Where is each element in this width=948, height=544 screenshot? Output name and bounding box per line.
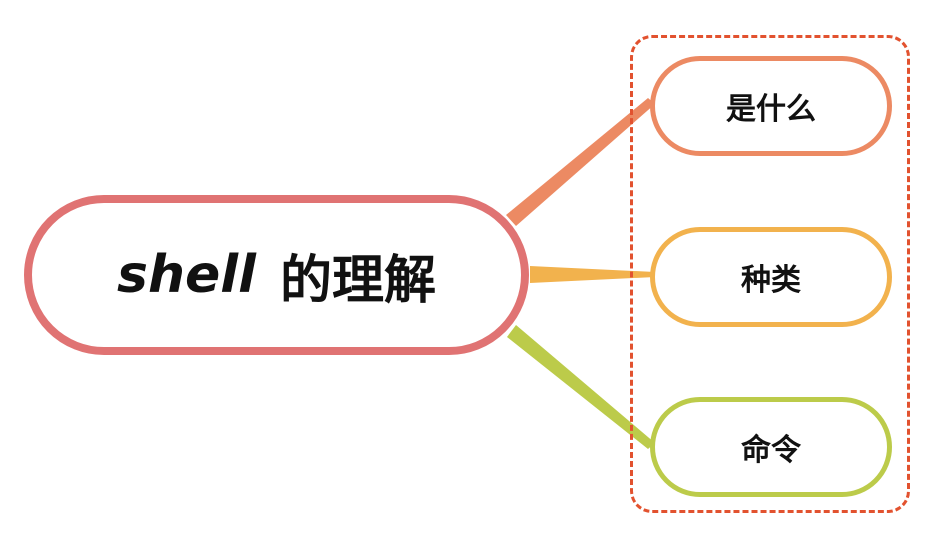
branch-node-commands[interactable]: 命令 bbox=[650, 397, 892, 497]
root-topic-prefix: shell bbox=[117, 245, 256, 305]
branch-label-commands: 命令 bbox=[741, 433, 801, 468]
branch-group-frame bbox=[630, 35, 910, 513]
root-topic-suffix: 的理解 bbox=[279, 250, 436, 311]
branch-label-types: 种类 bbox=[741, 263, 801, 298]
connector-types bbox=[530, 266, 655, 283]
connector-what-is bbox=[506, 98, 655, 226]
branch-node-what-is[interactable]: 是什么 bbox=[650, 56, 892, 156]
branch-node-types[interactable]: 种类 bbox=[650, 227, 892, 327]
branch-label-what-is: 是什么 bbox=[726, 92, 816, 127]
connector-commands bbox=[507, 325, 655, 449]
root-topic-node[interactable]: shell 的理解 bbox=[24, 195, 529, 355]
